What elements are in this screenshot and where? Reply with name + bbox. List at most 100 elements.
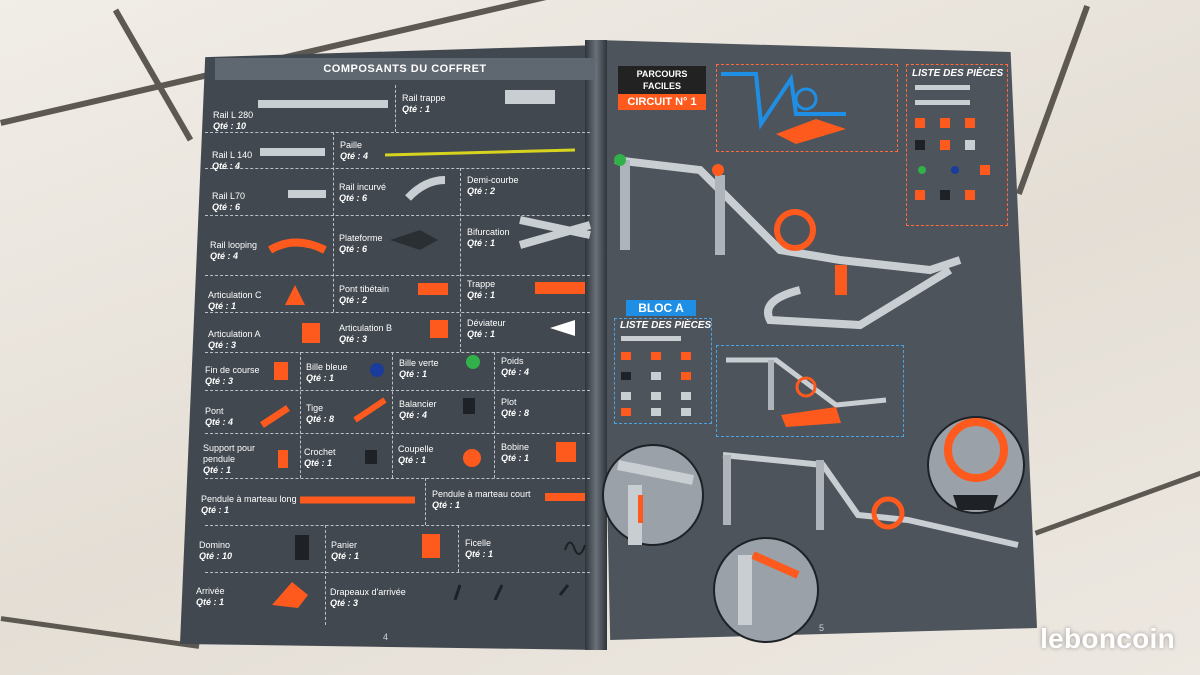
crochet-piece <box>365 450 377 464</box>
trappe-piece <box>535 282 585 294</box>
rail-trappe-piece <box>505 90 555 104</box>
rail-incurve-piece <box>405 176 446 201</box>
support-pendule-piece <box>278 450 288 468</box>
grid-line <box>205 433 590 434</box>
rail-piece <box>288 190 326 198</box>
bobine-piece <box>556 442 576 462</box>
rail-piece <box>258 100 388 108</box>
grid-line <box>458 525 459 572</box>
rail-piece <box>260 148 325 156</box>
articulation-c-piece <box>285 285 305 305</box>
grid-line <box>205 525 590 526</box>
bille-verte-piece <box>466 355 480 369</box>
grid-line <box>205 572 590 573</box>
fin-de-course-piece <box>274 362 288 380</box>
left-page <box>180 45 600 650</box>
drapeaux-piece <box>453 584 570 601</box>
circuit-illustration <box>614 154 962 330</box>
rail-looping-piece <box>267 238 327 254</box>
bloc-a-parts-box <box>614 318 712 424</box>
bille-bleue-piece <box>370 363 384 377</box>
assembly-diagram <box>602 416 1025 643</box>
grid-line <box>205 215 590 216</box>
balancier-piece <box>463 398 475 414</box>
grid-line <box>205 390 590 391</box>
grid-line <box>460 168 461 352</box>
bloc-a-preview-box <box>716 345 904 437</box>
articulation-a-piece <box>302 323 320 343</box>
circuit-title: CIRCUIT N° 1 <box>618 94 706 110</box>
grid-line <box>425 478 426 525</box>
grid-line <box>205 168 590 169</box>
grid-line <box>392 352 393 478</box>
ficelle-piece <box>564 541 586 555</box>
grid-line <box>205 275 590 276</box>
grid-line <box>300 352 301 478</box>
pont-piece <box>260 405 290 428</box>
parts-list-box <box>906 64 1008 226</box>
bloc-a-title: BLOC A <box>626 300 696 316</box>
components-title: COMPOSANTS DU COFFRET <box>215 58 595 80</box>
parcours-faciles-logo: PARCOURS FACILES <box>618 66 706 96</box>
page-number-right: 5 <box>819 623 825 633</box>
parts-list-title: LISTE DES PIÈCES <box>912 68 1004 79</box>
pont-tibetain-piece <box>418 283 448 295</box>
coupelle-piece <box>463 449 481 467</box>
domino-piece <box>295 535 309 560</box>
grid-line <box>325 525 326 625</box>
bifurcation-piece <box>518 216 592 249</box>
bloc-a-preview <box>726 357 887 427</box>
bloc-a-parts-illustration <box>621 336 691 416</box>
page-number-left: 4 <box>383 632 389 642</box>
grid-line <box>333 132 334 312</box>
circuit-preview-box <box>716 64 898 152</box>
panier-piece <box>422 534 440 558</box>
circuit-preview <box>721 72 846 144</box>
booklet-spine <box>585 40 607 650</box>
paille-piece <box>384 148 576 157</box>
grid-line <box>395 85 396 132</box>
grid-line <box>205 132 590 133</box>
grid-line <box>205 478 590 479</box>
grid-line <box>205 312 590 313</box>
grid-line <box>205 352 590 353</box>
leboncoin-watermark: leboncoin <box>1040 623 1175 654</box>
grid-line <box>494 352 495 478</box>
deviateur-piece <box>550 320 575 336</box>
articulation-b-piece <box>430 320 448 338</box>
tige-piece <box>353 397 387 423</box>
bloc-a-parts-title: LISTE DES PIÈCES <box>620 320 712 331</box>
